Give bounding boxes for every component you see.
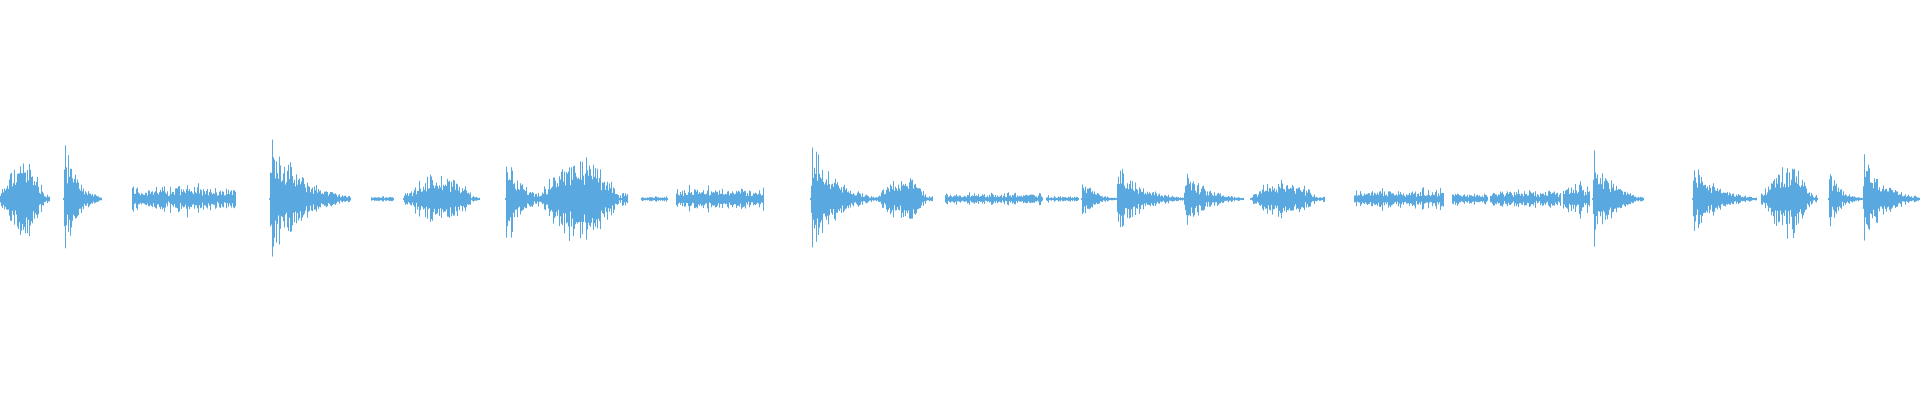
waveform-segment	[269, 139, 351, 257]
waveform-segment	[641, 196, 668, 202]
waveform-segment	[877, 178, 933, 219]
waveform-segment	[371, 196, 394, 202]
waveform-segment	[945, 192, 1043, 206]
waveform-segment	[1116, 168, 1183, 228]
waveform-track	[0, 139, 1920, 257]
waveform-segment	[403, 174, 480, 222]
waveform-segment	[1046, 195, 1079, 203]
waveform-segment	[1761, 167, 1818, 239]
waveform-segment	[63, 145, 102, 249]
waveform-segment	[1081, 184, 1116, 214]
waveform-segment	[1828, 174, 1862, 227]
waveform-segment	[1490, 189, 1561, 208]
waveform-segment	[1250, 179, 1325, 219]
waveform-segment	[1183, 173, 1244, 225]
waveform-segment	[538, 157, 628, 241]
waveform-segment	[1692, 169, 1757, 231]
waveform-segment	[1592, 150, 1644, 247]
waveform-segment	[810, 147, 877, 248]
waveform-segment	[1452, 193, 1488, 206]
waveform-segment	[0, 163, 50, 236]
waveform-segment	[132, 183, 236, 218]
waveform-segment	[1563, 181, 1590, 219]
waveform-segment	[1354, 187, 1444, 211]
waveform-segment	[1862, 154, 1920, 241]
waveform-segment	[676, 184, 764, 213]
